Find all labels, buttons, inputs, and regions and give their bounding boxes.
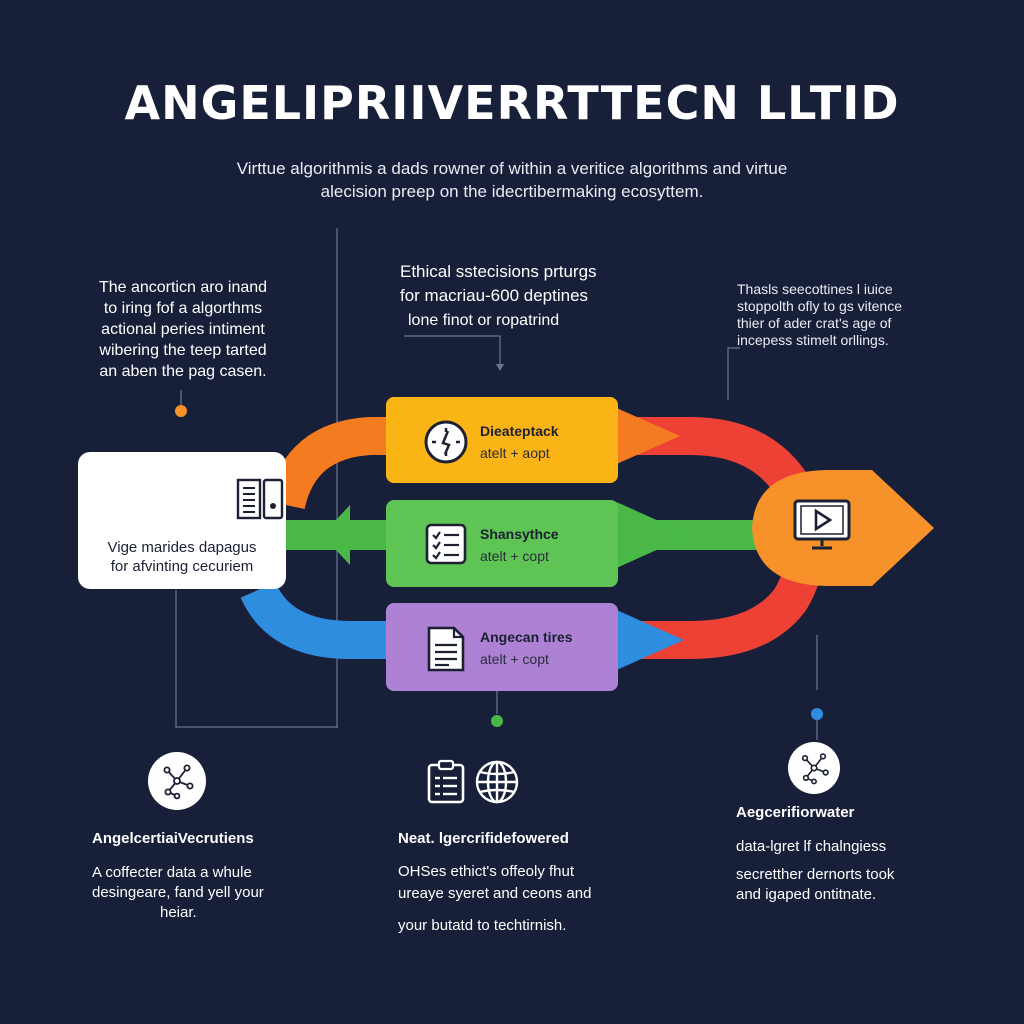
subtitle-line: alecision preep on the idecrtibermaking … [320, 182, 704, 201]
column-line: OHSes ethict's offeoly fhut [398, 863, 575, 880]
note-line: to iring fof a algorthms [103, 300, 263, 317]
subtitle-line: Virttue algorithmis a dads rowner of wit… [236, 159, 788, 178]
note-line: wibering the teep tarted [99, 342, 267, 359]
step-title: Angecan tires [480, 629, 573, 645]
column-left: AngelcertiaiVecrutiens A coffecter data … [92, 830, 332, 923]
column-title: Neat. lgercrifidefowered [398, 830, 569, 847]
column-icon-wrap [788, 742, 840, 794]
marker-dot [491, 715, 503, 727]
card-line: Vige marides dapagus [107, 539, 257, 556]
marker-dot [175, 405, 187, 417]
note-line: incepess stimelt orllings. [737, 332, 889, 348]
clipboard-list-icon [427, 759, 465, 804]
column-icon-wrap [148, 752, 206, 810]
step-box: Shansythce atelt + copt [386, 500, 618, 587]
step-title: Shansythce [480, 526, 559, 542]
column-line: A coffecter data a whule [92, 864, 252, 881]
card-line: for afvinting cecuriem [110, 558, 254, 575]
column-line: heiar. [160, 904, 197, 921]
network-nodes-icon [801, 753, 829, 785]
document-icon [427, 626, 465, 672]
step-box: Dieateptack atelt + aopt [386, 397, 618, 483]
column-title: Aegcerifiorwater [736, 804, 855, 821]
note-line: actional peries intiment [101, 321, 265, 338]
video-monitor-icon [793, 499, 851, 550]
column-text: data-lgret lf chalngiess secretther dern… [736, 837, 986, 905]
note-line: Thasls seecottines l iuice [737, 281, 893, 297]
document-columns-icon [236, 478, 284, 520]
connector-line [175, 590, 337, 728]
column-title: AngelcertiaiVecrutiens [92, 830, 254, 847]
blue-flow-ribbon [240, 581, 392, 659]
note-line: for macriau-600 deptines [400, 286, 589, 305]
connector-lines [175, 228, 818, 740]
page-title: ANGELIPRIIVERRTTECN LLTID [124, 76, 900, 130]
step-box: Angecan tires atelt + copt [386, 603, 618, 691]
orange-flow-arrow [612, 406, 680, 466]
column-line: and igaped ontitnate. [736, 886, 877, 903]
step-subtitle: atelt + copt [480, 651, 549, 667]
green-flow-arrow-left [322, 505, 350, 565]
orange-flow-ribbon [267, 417, 392, 510]
left-note: The ancorticn aro inand to iring fof a a… [70, 277, 296, 382]
green-flow-arrow-right [612, 500, 690, 570]
clock-icon [424, 420, 468, 464]
source-card-label: Vige marides dapagus for afvinting cecur… [78, 538, 286, 576]
step-subtitle: atelt + copt [480, 548, 549, 564]
column-line: desingeare, fand yell your [92, 884, 264, 901]
source-card: Vige marides dapagus for afvinting cecur… [78, 452, 286, 589]
globe-icon [475, 760, 519, 804]
note-line: The ancorticn aro inand [98, 279, 268, 296]
note-line: stoppolth ofly to gs vitence [737, 298, 902, 314]
middle-note-sub: lone finot or ropatrind [408, 312, 560, 329]
connector-line [727, 347, 740, 400]
right-note: Thasls seecottines l iuice stoppolth ofl… [737, 281, 937, 349]
column-text: OHSes ethict's offeoly fhut ureaye syere… [398, 861, 658, 937]
step-title: Dieateptack [480, 423, 559, 439]
note-line: Ethical sstecisions prturgs [400, 262, 597, 281]
column-right: Aegcerifiorwater data-lgret lf chalngies… [736, 804, 986, 905]
column-text: A coffecter data a whule desingeare, fan… [92, 863, 332, 923]
step-subtitle: atelt + aopt [480, 445, 550, 461]
column-line: data-lgret lf chalngiess [736, 838, 887, 855]
column-line: secretther dernorts took [736, 866, 895, 883]
marker-dot [811, 708, 823, 720]
network-nodes-icon [163, 764, 194, 800]
column-middle: Neat. lgercrifidefowered OHSes ethict's … [398, 830, 658, 937]
middle-note: Ethical sstecisions prturgs for macriau-… [400, 260, 640, 308]
blue-flow-arrow [612, 608, 684, 672]
page-subtitle: Virttue algorithmis a dads rowner of wit… [150, 157, 874, 203]
note-line: an aben the pag casen. [99, 363, 267, 380]
arrowhead [496, 364, 504, 371]
checklist-icon [425, 523, 467, 565]
column-line: your butatd to techtirnish. [398, 917, 567, 934]
note-line: thier of ader crat's age of [737, 315, 892, 331]
connector-line [404, 335, 501, 368]
column-line: ureaye syeret and ceons and [398, 885, 592, 902]
